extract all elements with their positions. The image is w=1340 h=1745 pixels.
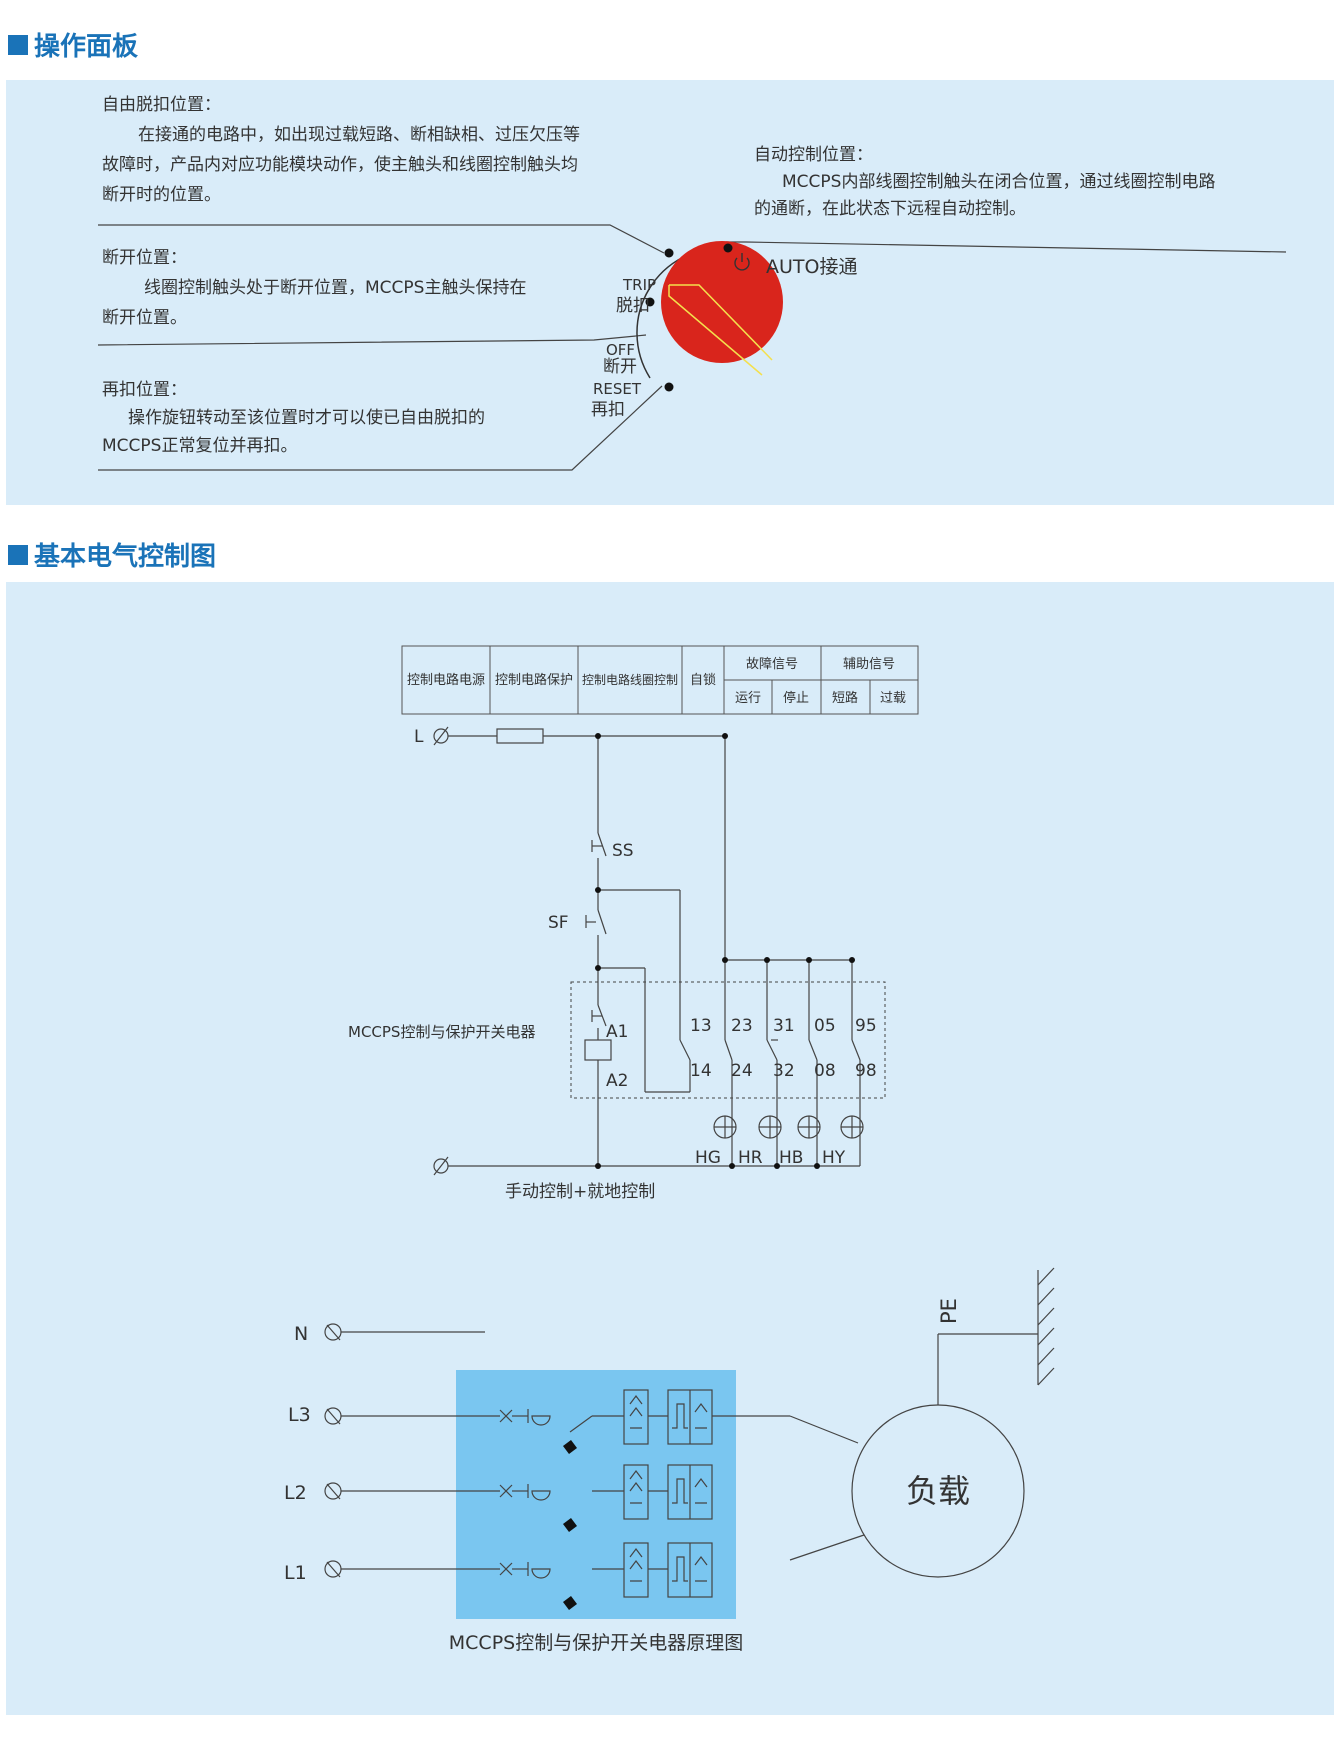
off-dot (645, 297, 655, 307)
contact-23: 23 (731, 1016, 753, 1036)
function-table: 控制电路电源 控制电路保护 控制电路线圈控制 自锁 故障信号 辅助信号 运行 停… (401, 645, 919, 715)
operation-panel-diagram: 自由脱扣位置： 在接通的电路中，如出现过载短路、断相缺相、过压欠压等 故障时，产… (97, 95, 1287, 471)
table-header-coil: 控制电路线圈控制 (582, 672, 678, 687)
a2-label: A2 (606, 1071, 628, 1091)
control-diagram-panel: 控制电路电源 控制电路保护 控制电路线圈控制 自锁 故障信号 辅助信号 运行 停… (6, 582, 1334, 1715)
reset-cn-label: 再扣 (591, 400, 625, 420)
junction-dots (595, 733, 855, 1169)
free-trip-line1: 在接通的电路中，如出现过载短路、断相缺相、过压欠压等 (138, 125, 580, 145)
contact-13: 13 (690, 1016, 712, 1036)
main-contacts (563, 1440, 577, 1610)
off-cn-label: 断开 (603, 357, 637, 377)
off-line1: 线圈控制触头处于断开位置，MCCPS主触头保持在 (144, 278, 526, 298)
table-cell-short: 短路 (832, 690, 858, 706)
free-trip-heading: 自由脱扣位置： (102, 95, 221, 115)
free-trip-line2: 故障时，产品内对应功能模块动作，使主触头和线圈控制触头均 (102, 154, 578, 175)
contact-05: 05 (814, 1016, 836, 1036)
terminal-l2-label: L2 (284, 1482, 307, 1504)
power-icon (734, 253, 750, 271)
terminal-l3-label: L3 (288, 1404, 311, 1426)
contact-14: 14 (690, 1061, 712, 1081)
terminal-l1-label: L1 (284, 1562, 307, 1584)
reset-dot (664, 382, 674, 392)
reset-heading: 再扣位置： (102, 380, 187, 400)
control-caption: 手动控制+就地控制 (505, 1182, 655, 1202)
off-heading: 断开位置： (102, 248, 187, 268)
operation-panel: 自由脱扣位置： 在接通的电路中，如出现过载短路、断相缺相、过压欠压等 故障时，产… (6, 80, 1334, 505)
reset-line1: 操作旋钮转动至该位置时才可以使已自由脱扣的 (128, 407, 485, 428)
contact-31: 31 (773, 1016, 795, 1036)
contact-32: 32 (773, 1061, 795, 1081)
mccps-dashed-box (570, 981, 886, 1099)
off-line2: 断开位置。 (102, 308, 187, 328)
auto-dot (723, 243, 733, 253)
table-header-power: 控制电路电源 (407, 672, 485, 688)
title-square-icon (8, 34, 28, 55)
control-circuit-diagram: 控制电路电源 控制电路保护 控制电路线圈控制 自锁 故障信号 辅助信号 运行 停… (284, 645, 1055, 1654)
auto-label: AUTO接通 (766, 256, 857, 278)
free-trip-line3: 断开时的位置。 (102, 185, 221, 205)
section-control-diagram-title: 基本电气控制图 (8, 536, 216, 573)
control-circuit (433, 726, 886, 1176)
fuse (496, 728, 544, 744)
table-group-aux: 辅助信号 (843, 657, 895, 672)
table-header-protect: 控制电路保护 (495, 672, 573, 688)
table-cell-overload: 过载 (880, 691, 906, 706)
lamp-hb-label: HB (779, 1148, 803, 1168)
trip-en-label: TRIP (622, 276, 656, 294)
mccps-box (456, 1370, 736, 1619)
auto-heading: 自动控制位置： (754, 145, 873, 165)
contact-24: 24 (731, 1061, 753, 1081)
coil (584, 1039, 612, 1061)
a1-label: A1 (606, 1022, 628, 1042)
terminal-n-label: N (294, 1323, 308, 1345)
contact-98: 98 (855, 1061, 877, 1081)
operation-knob[interactable] (661, 241, 783, 363)
auto-line1: MCCPS内部线圈控制触头在闭合位置，通过线圈控制电路 (782, 172, 1215, 192)
table-cell-stop: 停止 (783, 690, 809, 706)
main-circuit-caption: MCCPS控制与保护开关电器原理图 (449, 1632, 743, 1654)
contact-95: 95 (855, 1016, 877, 1036)
table-header-selflock: 自锁 (690, 672, 716, 688)
trip-dot (664, 248, 674, 258)
device-label: MCCPS控制与保护开关电器 (348, 1023, 535, 1041)
ss-label: SS (612, 841, 634, 861)
sf-label: SF (548, 913, 569, 933)
title-square-icon (8, 544, 28, 565)
trip-cn-label: 脱扣 (616, 296, 650, 316)
pe-label: PE (937, 1298, 961, 1324)
contact-08: 08 (814, 1061, 836, 1081)
auto-line2: 的通断，在此状态下远程自动控制。 (754, 199, 1026, 219)
load-label: 负载 (906, 1472, 970, 1510)
section-operation-panel-title: 操作面板 (8, 26, 138, 63)
table-group-fault: 故障信号 (746, 657, 798, 672)
reset-line2: MCCPS正常复位并再扣。 (102, 436, 297, 456)
lamp-hr-label: HR (738, 1148, 763, 1168)
table-cell-run: 运行 (735, 691, 761, 706)
reset-en-label: RESET (593, 380, 642, 398)
terminal-l-label: L (414, 727, 424, 747)
lamp-hy-label: HY (822, 1148, 846, 1168)
lamp-hg-label: HG (695, 1148, 721, 1168)
main-circuit (324, 1267, 1055, 1598)
knob-indicator (668, 284, 773, 376)
off-en-label: OFF (606, 341, 635, 359)
